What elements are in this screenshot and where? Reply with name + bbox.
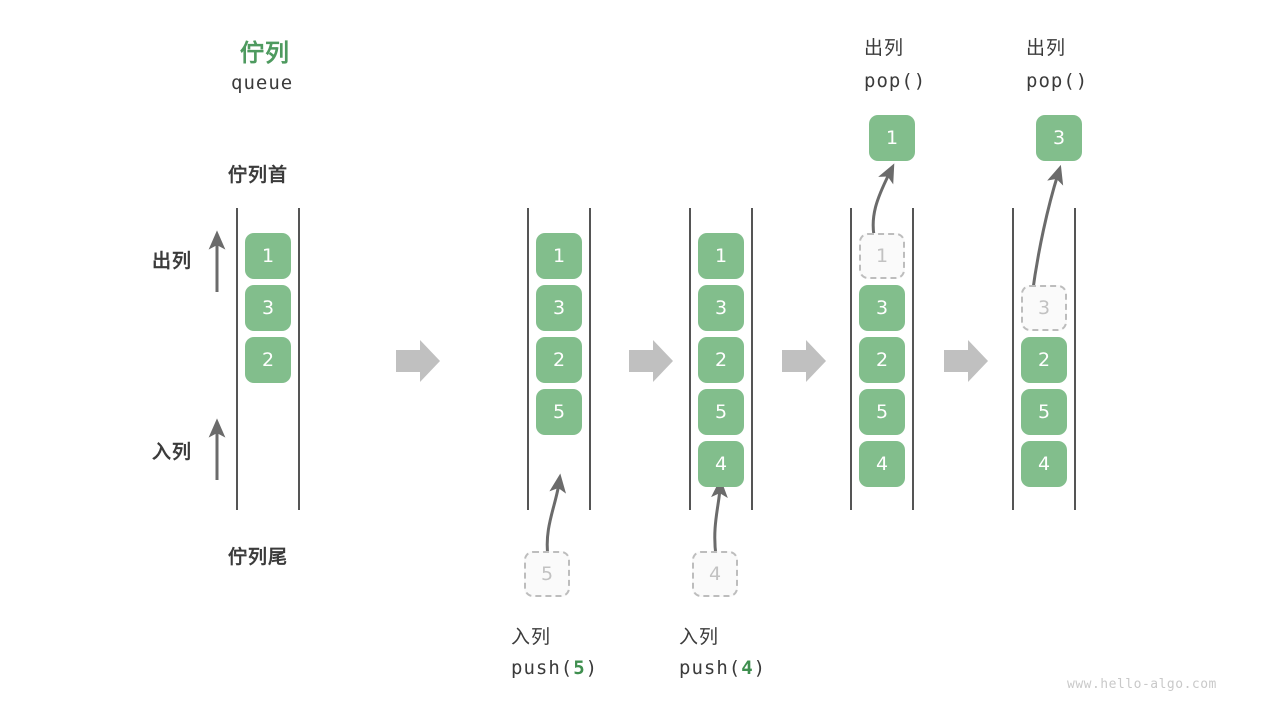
popped-node: 1 [869,115,915,161]
queue-node: 1 [698,233,744,279]
pop-label-cn: 出列 [864,37,905,59]
queue-node: 5 [859,389,905,435]
page-title: 佇列 [240,39,290,67]
queue-node: 2 [536,337,582,383]
queue-column-after-push-5: 1 3 2 5 [527,208,591,510]
queue-head-label: 佇列首 [228,164,289,186]
queue-node: 4 [859,441,905,487]
popped-node: 3 [1036,115,1082,161]
push-code: push(5) [511,657,598,679]
push-ghost-node: 5 [524,551,570,597]
queue-node: 4 [1021,441,1067,487]
queue-node-removed: 3 [1021,285,1067,331]
push-label-cn: 入列 [679,626,720,648]
pop-code: pop() [1026,70,1089,92]
push-code-arg: 5 [573,657,586,679]
queue-node: 2 [245,337,291,383]
queue-node: 3 [698,285,744,331]
queue-node: 5 [1021,389,1067,435]
queue-node: 3 [536,285,582,331]
push-ghost-node: 4 [692,551,738,597]
dequeue-direction-label: 出列 [152,250,193,272]
queue-rail-right [751,208,753,510]
push-code-suffix: ) [585,657,599,679]
queue-rail-left [236,208,238,510]
pop-code: pop() [864,70,927,92]
queue-node: 5 [698,389,744,435]
queue-node: 1 [536,233,582,279]
push-code-arg: 4 [741,657,754,679]
queue-column-after-push-4: 1 3 2 5 4 [689,208,753,510]
queue-rail-right [1074,208,1076,510]
queue-node: 2 [698,337,744,383]
queue-column-after-pop-1: 1 3 2 5 4 [850,208,914,510]
queue-node: 2 [859,337,905,383]
push-code-prefix: push( [679,657,742,679]
queue-column-initial: 1 3 2 [236,208,300,510]
push-label-cn: 入列 [511,626,552,648]
queue-node-removed: 1 [859,233,905,279]
queue-rail-right [589,208,591,510]
enqueue-direction-label: 入列 [152,441,193,463]
watermark: www.hello-algo.com [1067,677,1217,692]
push-code-prefix: push( [511,657,574,679]
queue-node: 3 [859,285,905,331]
queue-rail-left [850,208,852,510]
push-code: push(4) [679,657,766,679]
queue-node: 4 [698,441,744,487]
queue-column-after-pop-3: 3 2 5 4 [1012,208,1076,510]
queue-tail-label: 佇列尾 [228,546,289,568]
queue-node: 5 [536,389,582,435]
queue-rail-left [527,208,529,510]
push-code-suffix: ) [753,657,767,679]
pop-label-cn: 出列 [1026,37,1067,59]
queue-rail-right [912,208,914,510]
queue-node: 1 [245,233,291,279]
queue-node: 2 [1021,337,1067,383]
page-subtitle: queue [231,72,294,94]
queue-node: 3 [245,285,291,331]
queue-rail-right [298,208,300,510]
queue-rail-left [689,208,691,510]
queue-rail-left [1012,208,1014,510]
